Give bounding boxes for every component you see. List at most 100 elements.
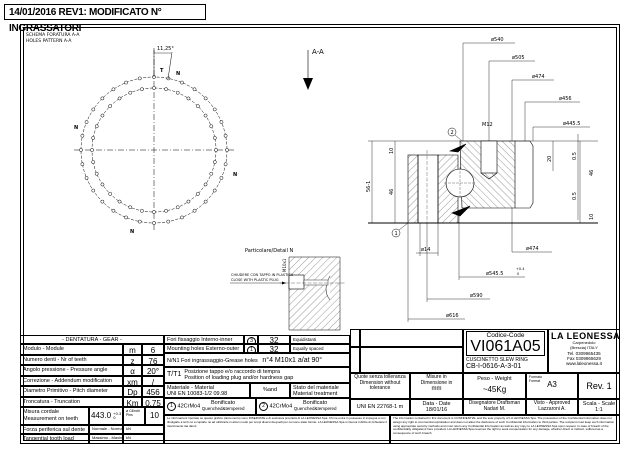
inner-hole-icon <box>164 208 168 213</box>
approved-label: Visto - Approved <box>533 400 571 406</box>
seal-bottom <box>451 205 471 217</box>
scale-value: 1:1 <box>595 407 603 414</box>
outer-hole-icon <box>84 120 89 124</box>
inner-hole-icon <box>209 124 214 129</box>
outer-hole-icon <box>111 87 116 92</box>
inner-holes-note: Equidistanti <box>290 335 350 344</box>
gear-row-symbol: Dp <box>123 386 142 397</box>
disclaimer-it: Le informazioni riportate su questo graf… <box>164 415 390 444</box>
outer-ring-teeth <box>407 154 419 224</box>
outer-hole-icon <box>137 76 142 81</box>
weight-value: ~45Kg <box>482 384 507 394</box>
dim-d5455-tol-up: +0.4 <box>516 267 525 271</box>
units-label: Misure in Dimensione in <box>420 374 453 386</box>
force-kind-0: Normale - Normal <box>89 425 123 434</box>
section-marker: A-A <box>303 48 324 90</box>
inner-hole-icon <box>128 205 133 210</box>
marker-n-bottom: N <box>130 229 134 235</box>
marker-n-top: N <box>176 71 180 77</box>
outer-hole-icon <box>212 188 217 193</box>
outer-hole-icon <box>219 120 224 124</box>
outer-hole-icon <box>91 188 96 193</box>
outer-hole-icon <box>225 148 229 152</box>
inner-hole-icon <box>212 160 217 164</box>
inner-hole-icon <box>117 96 122 101</box>
measure-label-en: Measurement on teeth <box>23 416 79 422</box>
product-code: VI061A05 <box>470 338 541 355</box>
inner-hole-icon <box>186 96 191 101</box>
gear-row-label: Diametro Primitivo - Pitch diameter <box>20 386 123 397</box>
outer-holes-note: Equally spaced <box>290 344 350 353</box>
measure-label-it: Misura cordale <box>23 409 60 415</box>
angle-label: 11,25° <box>157 46 174 52</box>
inner-hole-icon <box>94 124 99 129</box>
blank-cell <box>360 329 463 347</box>
plug-code: T/T1 <box>167 371 182 378</box>
marker-t: T <box>160 68 164 74</box>
gear-row-label: Correzione - Addendum modification <box>20 375 123 386</box>
inner-hole-icon <box>128 90 133 95</box>
pins-value: 10 <box>145 407 164 425</box>
callout-1: 1 <box>395 231 398 237</box>
inner-hole-icon <box>214 148 218 152</box>
gear-row-label: Numero denti - Nr of teeth <box>20 354 123 365</box>
measure-value-number: 443.0 <box>91 411 112 420</box>
dim-h20: 20 <box>547 156 553 162</box>
inner-hole-icon <box>152 86 156 90</box>
gear-row-symbol: xm <box>123 375 142 386</box>
outer-hole-icon <box>80 162 85 167</box>
marker-n-left: N <box>74 125 78 131</box>
dim-d474-top: ø474 <box>532 74 545 80</box>
weight: Peso - Weight~45Kg <box>463 373 526 399</box>
inner-holes-count: 32 <box>258 335 290 344</box>
company-fax: Fax 0309965629 <box>567 355 601 361</box>
gear-table-header: - DENTATURA - GEAR - <box>20 335 164 344</box>
inner-hole-icon <box>175 205 180 210</box>
plug-line2: Position of loading plug and/or hardness… <box>184 375 294 382</box>
outer-hole-icon <box>100 199 105 204</box>
detail-thread: M10x1 <box>282 258 287 272</box>
gear-row-symbol: z <box>123 354 142 365</box>
grease-holes-value: n°4 M10x1 a/at 90° <box>262 357 323 364</box>
force-unit-0: kN <box>123 425 164 434</box>
dim-d456: ø456 <box>559 96 572 102</box>
outer-hole-icon <box>111 208 116 213</box>
material-head-label: Materiale - Material <box>167 385 215 391</box>
dim-d4455: ø445.5 <box>563 121 580 127</box>
drafter-value: Nadari M. <box>483 405 506 412</box>
dim-d5455-tol-down: 0 <box>517 272 519 276</box>
outer-hole-icon <box>192 208 197 213</box>
inner-holes-ref-circle: 3 <box>247 337 256 343</box>
outer-hole-icon <box>180 215 184 220</box>
inner-hole-icon <box>100 182 105 187</box>
revision: Rev. 1 <box>578 373 620 399</box>
seal-top <box>448 143 467 153</box>
product-desc: CUSCINETTO SLEW RING <box>466 357 528 363</box>
gear-row-value: 6 <box>142 344 164 355</box>
material-1-treat-en: Quenched&tempered <box>201 406 245 411</box>
dim-d590: ø590 <box>470 293 483 299</box>
force-unit-1: kN <box>123 434 164 444</box>
outer-hole-icon <box>223 133 228 138</box>
drawing-frame-inner <box>23 27 617 441</box>
gear-row-symbol: Km <box>123 396 142 407</box>
dim-h46-left: 46 <box>389 189 395 195</box>
material-1-ref: 1 <box>167 402 176 412</box>
blank-cell <box>360 347 463 373</box>
dim-d14: ø14 <box>421 247 430 253</box>
inner-holes-label: Fori fissaggio Interno-inner <box>164 335 244 344</box>
material-2-ref: 2 <box>259 402 268 412</box>
outer-hole-icon <box>80 133 85 138</box>
inner-hole-icon <box>164 87 168 92</box>
inner-hole-icon <box>140 208 144 213</box>
inner-hole-icon <box>186 199 191 204</box>
gear-row-value: 456 <box>142 386 164 397</box>
gear-row-value: 76 <box>142 354 164 365</box>
